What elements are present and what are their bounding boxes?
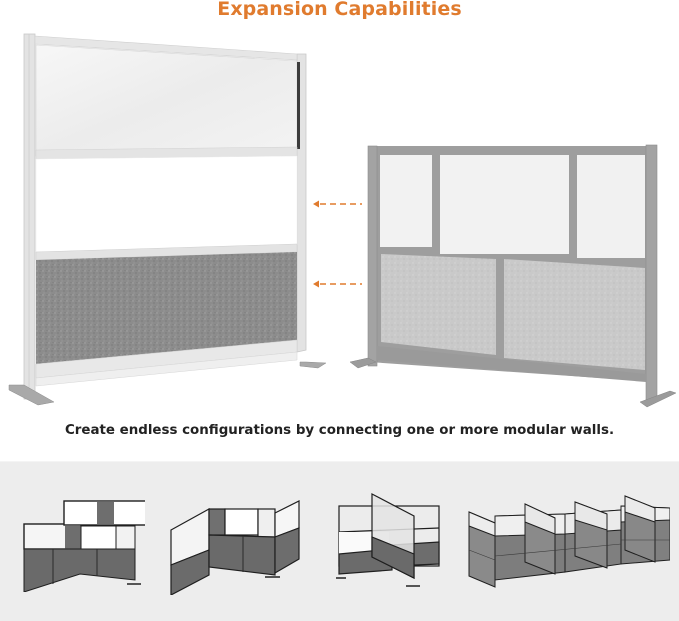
caption-text: Create endless configurations by connect… <box>64 423 615 438</box>
multi-cubicle-row-configuration-thumb <box>468 495 670 588</box>
right-wall-illustration <box>349 144 677 408</box>
upper-connect-arrow-icon <box>313 200 362 208</box>
l-shaped-stepped-configuration-thumb <box>23 500 145 592</box>
configurations-strip <box>0 461 679 621</box>
cross-cubicle-configuration-thumb <box>336 493 440 587</box>
page-title: Expansion Capabilities <box>217 0 462 20</box>
left-wall-illustration <box>8 33 327 406</box>
u-shaped-configuration-thumb <box>170 500 300 595</box>
lower-connect-arrow-icon <box>313 280 362 288</box>
